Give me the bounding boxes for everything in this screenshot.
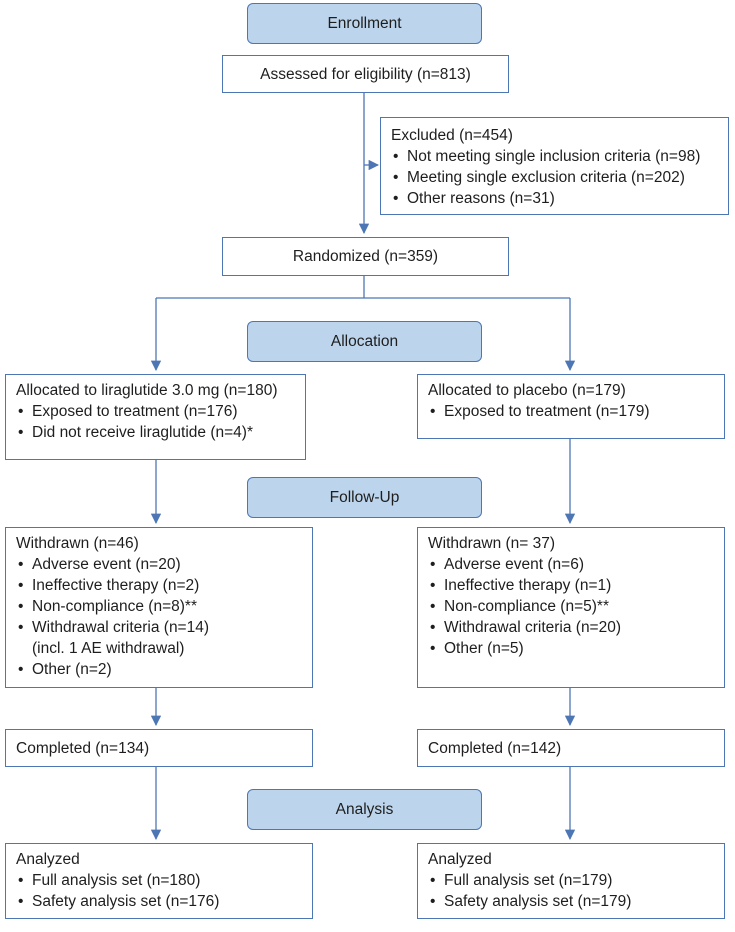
right-allocated-box: Allocated to placebo (n=179) Exposed to … bbox=[417, 374, 725, 439]
stage-label: Analysis bbox=[335, 800, 394, 818]
completed-text: Completed (n=142) bbox=[428, 740, 562, 757]
right-completed-box: Completed (n=142) bbox=[417, 729, 725, 767]
analyzed-list: Full analysis set (n=179) Safety analysi… bbox=[428, 870, 714, 912]
list-item: Other reasons (n=31) bbox=[391, 188, 718, 209]
withdrawn-list: Adverse event (n=6) Ineffective therapy … bbox=[428, 554, 714, 659]
list-item: Adverse event (n=6) bbox=[428, 554, 714, 575]
allocated-heading: Allocated to liraglutide 3.0 mg (n=180) bbox=[16, 382, 278, 399]
list-item: Meeting single exclusion criteria (n=202… bbox=[391, 167, 718, 188]
list-item: Non-compliance (n=8)** bbox=[16, 596, 302, 617]
right-analyzed-box: Analyzed Full analysis set (n=179) Safet… bbox=[417, 843, 725, 919]
randomized-box: Randomized (n=359) bbox=[222, 237, 509, 276]
stage-follow-up: Follow-Up bbox=[247, 477, 482, 518]
stage-label: Follow-Up bbox=[329, 488, 400, 506]
list-item: Did not receive liraglutide (n=4)* bbox=[16, 422, 295, 443]
assessed-text: Assessed for eligibility (n=813) bbox=[260, 65, 471, 83]
left-completed-box: Completed (n=134) bbox=[5, 729, 313, 767]
randomized-text: Randomized (n=359) bbox=[292, 248, 439, 265]
allocated-list: Exposed to treatment (n=176) Did not rec… bbox=[16, 401, 295, 443]
list-item: Other (n=2) bbox=[16, 659, 302, 680]
list-item: Full analysis set (n=180) bbox=[16, 870, 302, 891]
completed-text: Completed (n=134) bbox=[16, 740, 150, 757]
list-item: Exposed to treatment (n=179) bbox=[428, 401, 714, 422]
analyzed-heading: Analyzed bbox=[428, 851, 492, 868]
list-item: Full analysis set (n=179) bbox=[428, 870, 714, 891]
withdrawn-heading: Withdrawn (n= 37) bbox=[428, 535, 556, 552]
list-item: Non-compliance (n=5)** bbox=[428, 596, 714, 617]
stage-allocation: Allocation bbox=[247, 321, 482, 362]
excluded-list: Not meeting single inclusion criteria (n… bbox=[391, 146, 718, 209]
allocated-list: Exposed to treatment (n=179) bbox=[428, 401, 714, 422]
list-item: Adverse event (n=20) bbox=[16, 554, 302, 575]
list-item: Safety analysis set (n=176) bbox=[16, 891, 302, 912]
analyzed-heading: Analyzed bbox=[16, 851, 80, 868]
right-withdrawn-box: Withdrawn (n= 37) Adverse event (n=6) In… bbox=[417, 527, 725, 688]
stage-label: Allocation bbox=[330, 332, 399, 350]
list-item: Safety analysis set (n=179) bbox=[428, 891, 714, 912]
list-item: Ineffective therapy (n=2) bbox=[16, 575, 302, 596]
excluded-heading: Excluded (n=454) bbox=[391, 127, 513, 144]
list-item: Exposed to treatment (n=176) bbox=[16, 401, 295, 422]
stage-enrollment: Enrollment bbox=[247, 3, 482, 44]
excluded-box: Excluded (n=454) Not meeting single incl… bbox=[380, 117, 729, 215]
stage-analysis: Analysis bbox=[247, 789, 482, 830]
left-allocated-box: Allocated to liraglutide 3.0 mg (n=180) … bbox=[5, 374, 306, 460]
list-item: Withdrawal criteria (n=14) bbox=[16, 617, 302, 638]
withdrawn-list: Adverse event (n=20) Ineffective therapy… bbox=[16, 554, 302, 680]
list-item: Ineffective therapy (n=1) bbox=[428, 575, 714, 596]
list-item-note: (incl. 1 AE withdrawal) bbox=[32, 640, 185, 657]
analyzed-list: Full analysis set (n=180) Safety analysi… bbox=[16, 870, 302, 912]
withdrawn-heading: Withdrawn (n=46) bbox=[16, 535, 139, 552]
stage-label: Enrollment bbox=[327, 14, 402, 32]
left-analyzed-box: Analyzed Full analysis set (n=180) Safet… bbox=[5, 843, 313, 919]
allocated-heading: Allocated to placebo (n=179) bbox=[428, 382, 626, 399]
assessed-box: Assessed for eligibility (n=813) bbox=[222, 55, 509, 93]
left-withdrawn-box: Withdrawn (n=46) Adverse event (n=20) In… bbox=[5, 527, 313, 688]
list-item: Other (n=5) bbox=[428, 638, 714, 659]
list-item: Not meeting single inclusion criteria (n… bbox=[391, 146, 718, 167]
list-item: Withdrawal criteria (n=20) bbox=[428, 617, 714, 638]
